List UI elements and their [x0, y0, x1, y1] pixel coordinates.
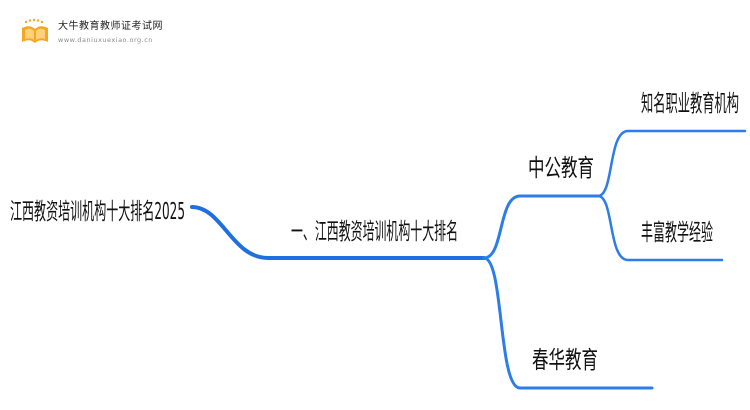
edge-zhonggong-to-child1 — [596, 129, 747, 198]
book-logo-icon — [22, 18, 48, 43]
root-node-label: 江西教资培训机构十大排名2025 — [10, 199, 185, 225]
brand-logo[interactable]: 大牛教育教师证考试网 www.daniuxuexiao.org.cn — [16, 18, 163, 48]
chunhua-node-label: 春华教育 — [532, 346, 598, 374]
zhonggong-child-1-label: 知名职业教育机构 — [641, 91, 739, 117]
edge-zhonggong-to-child2 — [596, 194, 724, 262]
level1-node-label: 一、江西教资培训机构十大排名 — [291, 219, 458, 245]
zhonggong-node-label: 中公教育 — [528, 154, 594, 182]
brand-name: 大牛教育教师证考试网 — [58, 21, 163, 33]
edge-level1-to-zhonggong — [482, 194, 600, 260]
brand-url: www.daniuxuexiao.org.cn — [58, 36, 153, 45]
zhonggong-child-2-label: 丰富教学经验 — [641, 220, 713, 246]
edge-level1-to-chunhua — [482, 256, 654, 390]
edge-root-to-level1 — [190, 205, 486, 260]
